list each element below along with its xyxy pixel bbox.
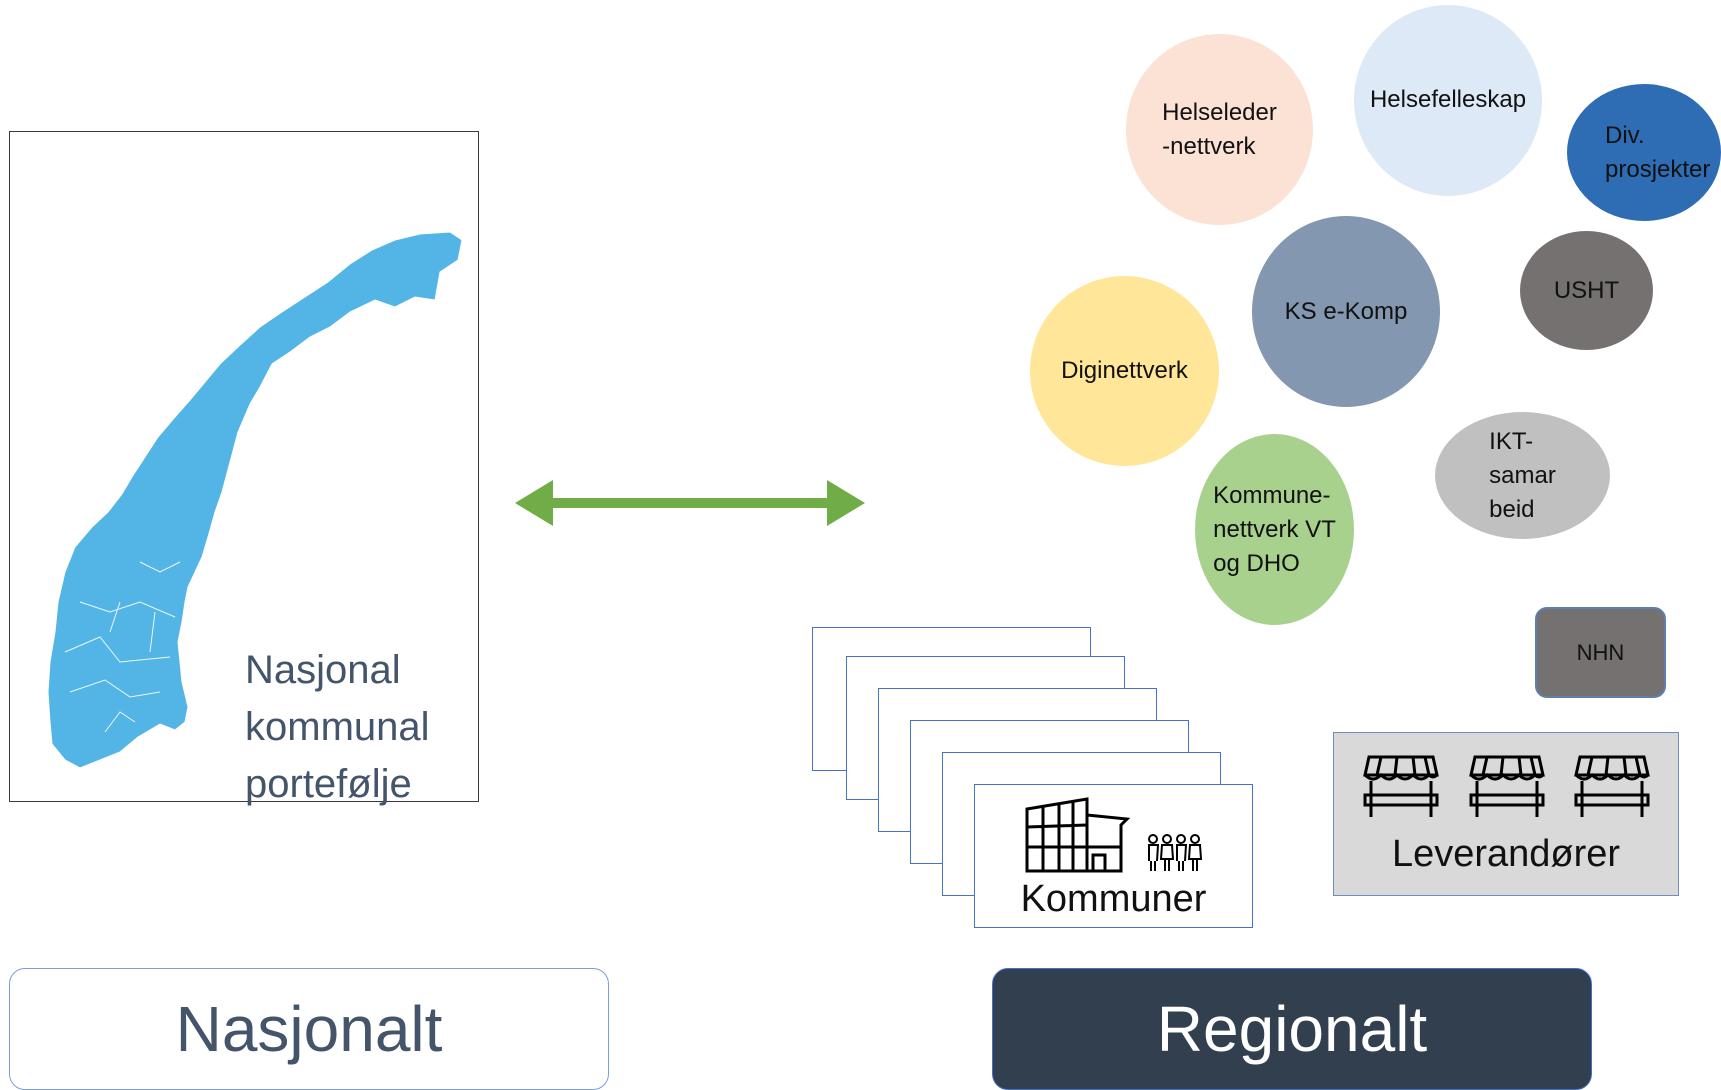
market-stall-icon bbox=[1469, 755, 1545, 817]
bubble-label: Kommune- nettverk VT og DHO bbox=[1213, 481, 1336, 577]
map-caption-line-2: kommunal bbox=[245, 705, 430, 749]
kommune-card-front: Kommuner bbox=[974, 784, 1253, 928]
map-caption-line-1: Nasjonal bbox=[245, 648, 401, 692]
bubble-helseleder: Helseleder -nettverk bbox=[1126, 34, 1313, 225]
vendors-label: Leverandører bbox=[1391, 833, 1621, 875]
scope-regionalt: Regionalt bbox=[992, 968, 1592, 1090]
bubble-ikt-samarbeid: IKT- samar beid bbox=[1435, 412, 1610, 539]
bubble-diginettverk: Diginettverk bbox=[1030, 276, 1219, 466]
bubble-label: KS e-Komp bbox=[1284, 297, 1408, 325]
bubble-label: Diginettverk bbox=[1061, 357, 1188, 384]
nhn-box: NHN bbox=[1535, 607, 1666, 698]
scope-nasjonalt-label: Nasjonalt bbox=[175, 993, 443, 1065]
map-caption: Nasjonal kommunal portefølje bbox=[245, 642, 475, 813]
market-stall-icon bbox=[1363, 755, 1439, 817]
scope-regionalt-label: Regionalt bbox=[1156, 993, 1428, 1065]
kommuner-label: Kommuner bbox=[1020, 878, 1207, 920]
bubble-label: IKT- samar beid bbox=[1489, 427, 1556, 523]
bubble-label: Div. prosjekter bbox=[1605, 121, 1711, 183]
bubble-label: Helsefelleskap bbox=[1369, 86, 1527, 113]
nhn-label: NHN bbox=[1576, 639, 1625, 665]
bubble-div-prosjekter: Div. prosjekter bbox=[1567, 84, 1721, 221]
norway-map bbox=[47, 231, 463, 769]
vendors-panel: Leverandører bbox=[1333, 732, 1679, 896]
bubble-usht: USHT bbox=[1520, 231, 1653, 350]
market-stall-icon bbox=[1574, 755, 1650, 817]
municipal-building-icon bbox=[1025, 797, 1131, 873]
map-caption-line-3: portefølje bbox=[245, 762, 412, 806]
norway-map-card: Nasjonal kommunal portefølje bbox=[9, 131, 479, 806]
bubble-helsefelleskap: Helsefelleskap bbox=[1354, 5, 1542, 196]
bubble-kommunenettverk: Kommune- nettverk VT og DHO bbox=[1195, 434, 1354, 625]
bubble-label: USHT bbox=[1553, 276, 1620, 304]
bubble-ks-ekomp: KS e-Komp bbox=[1252, 216, 1440, 407]
norway-shape bbox=[47, 231, 463, 769]
scope-nasjonalt: Nasjonalt bbox=[9, 968, 609, 1090]
double-arrow bbox=[515, 480, 865, 526]
bubble-label: Helseleder -nettverk bbox=[1162, 98, 1277, 160]
people-icon bbox=[1148, 834, 1203, 871]
